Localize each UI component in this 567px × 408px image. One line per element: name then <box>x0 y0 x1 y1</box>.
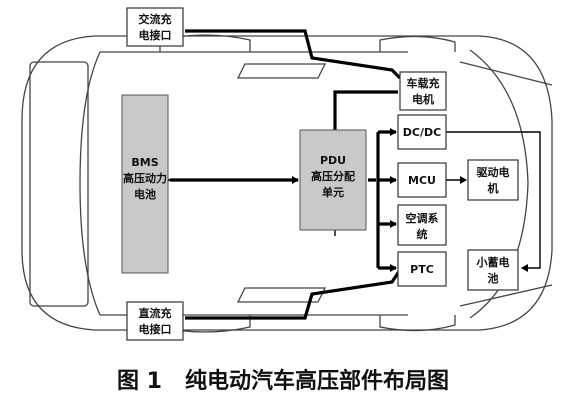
dcdc-converter: DC/DC <box>397 114 447 150</box>
motor-line-2: 机 <box>488 181 499 195</box>
mcu-controller: MCU <box>397 162 447 198</box>
ac-charge-port: 交流充 电接口 <box>126 7 184 47</box>
wheel-rear-right <box>379 315 456 332</box>
drive-motor: 驱动电 机 <box>467 159 519 201</box>
wiring <box>164 29 541 320</box>
onboard-charger: 车载充 电机 <box>399 71 447 111</box>
bms-line-3: 电池 <box>134 187 156 201</box>
ac-port-line-1: 交流充 <box>139 12 172 26</box>
auxiliary-battery: 小蓄电 池 <box>467 249 519 291</box>
wheel-rear-left <box>379 35 456 52</box>
ac-system-line-1: 空调系 <box>406 211 439 225</box>
dcdc-label: DC/DC <box>403 126 441 139</box>
bms-line-1: BMS <box>131 156 158 169</box>
obc-line-1: 车载充 <box>407 76 440 90</box>
dc-port-line-2: 电接口 <box>139 322 172 336</box>
ptc-heater: PTC <box>397 251 447 287</box>
bms-line-2: 高压动力 <box>123 171 167 185</box>
ac-system: 空调系 统 <box>397 204 447 246</box>
dc-port-line-1: 直流充 <box>139 306 172 320</box>
battery12v-line-1: 小蓄电 <box>476 255 510 269</box>
ptc-label: PTC <box>410 263 434 276</box>
pdu-line-1: PDU <box>320 154 346 167</box>
battery12v-line-2: 池 <box>488 271 499 285</box>
mcu-label: MCU <box>408 174 436 187</box>
bms-battery-pack: BMS 高压动力 电池 <box>121 94 169 274</box>
pdu-line-2: 高压分配 <box>311 169 355 183</box>
ac-system-line-2: 统 <box>417 227 428 241</box>
dc-charge-port: 直流充 电接口 <box>126 301 184 341</box>
obc-line-2: 电机 <box>412 92 434 106</box>
pdu-unit: PDU 高压分配 单元 <box>299 129 367 231</box>
ac-port-line-2: 电接口 <box>139 28 172 42</box>
figure-caption: 图 1 纯电动汽车高压部件布局图 <box>117 368 449 394</box>
motor-line-1: 驱动电 <box>477 165 510 179</box>
pdu-line-3: 单元 <box>322 185 344 199</box>
